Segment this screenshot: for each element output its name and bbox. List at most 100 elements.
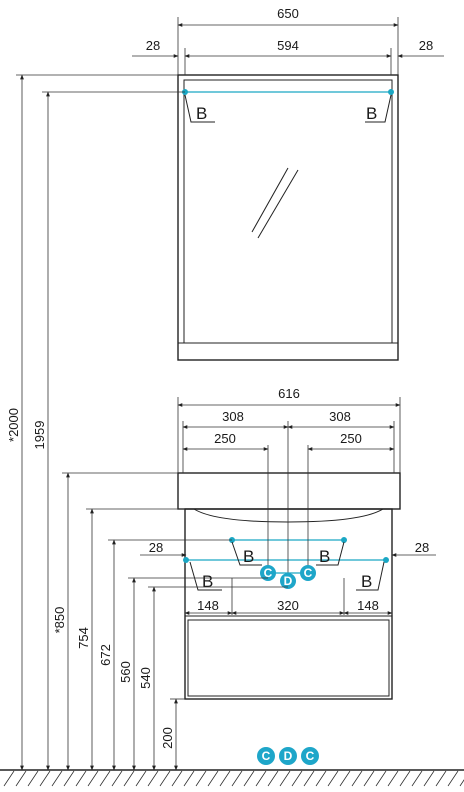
vanity-side-right: 28 bbox=[415, 540, 429, 555]
floor-hatch-stroke bbox=[447, 770, 459, 787]
vanity-half-left: 308 bbox=[222, 409, 244, 424]
floor-hatch-stroke bbox=[3, 770, 15, 787]
vanity-half-right: 308 bbox=[329, 409, 351, 424]
floor-hatch-stroke bbox=[255, 770, 267, 787]
floor-hatch-stroke bbox=[399, 770, 411, 787]
vanity-bottom-left: 148 bbox=[197, 598, 219, 613]
floor-hatch-stroke bbox=[75, 770, 87, 787]
floor-hatch-stroke bbox=[315, 770, 327, 787]
legend-c2: C bbox=[306, 749, 315, 763]
floor-hatching bbox=[3, 770, 464, 787]
basin-top bbox=[177, 472, 401, 510]
floor-hatch-stroke bbox=[63, 770, 75, 787]
vanity-mount-point-ur bbox=[341, 537, 347, 543]
marker-c-left: C bbox=[264, 566, 273, 580]
floor-hatch-stroke bbox=[435, 770, 447, 787]
height-floor-gap: 200 bbox=[160, 727, 175, 749]
height-mirror-mount: 1959 bbox=[32, 421, 47, 450]
mirror-outline bbox=[177, 74, 399, 361]
floor-hatch-stroke bbox=[123, 770, 135, 787]
floor-hatch-stroke bbox=[363, 770, 375, 787]
marker-d-circle bbox=[280, 573, 296, 589]
vanity-overall-width: 616 bbox=[278, 386, 300, 401]
height-540: 540 bbox=[138, 667, 153, 689]
floor-hatch-stroke bbox=[375, 770, 387, 787]
height-total: *2000 bbox=[6, 408, 21, 442]
marker-c-right: C bbox=[304, 566, 313, 580]
vanity-callout-ul bbox=[231, 541, 262, 566]
floor-hatch-stroke bbox=[231, 770, 243, 787]
legend-c1: C bbox=[262, 749, 271, 763]
floor-hatch-stroke bbox=[207, 770, 219, 787]
floor-hatch-stroke bbox=[15, 770, 27, 787]
mirror-mount-point-right bbox=[388, 89, 394, 95]
vanity-mount-point-ll bbox=[183, 557, 189, 563]
marker-c-left-circle bbox=[260, 565, 276, 581]
height-560: 560 bbox=[118, 661, 133, 683]
mirror-glass bbox=[183, 79, 393, 344]
vanity-callout-lr bbox=[356, 561, 385, 591]
vanity-mount-label-ll: B bbox=[202, 572, 213, 591]
vanity-mount-label-lr: B bbox=[361, 572, 372, 591]
mirror-overall-width: 650 bbox=[277, 6, 299, 21]
floor-hatch-stroke bbox=[459, 779, 464, 787]
floor bbox=[0, 769, 464, 787]
legend-d: D bbox=[284, 749, 293, 763]
basin-bowl bbox=[193, 508, 384, 523]
floor-hatch-stroke bbox=[327, 770, 339, 787]
mirror-cabinet: B B 650 594 28 28 bbox=[132, 6, 444, 361]
floor-hatch-stroke bbox=[51, 770, 63, 787]
floor-hatch-stroke bbox=[339, 770, 351, 787]
floor-hatch-stroke bbox=[27, 770, 39, 787]
floor-hatch-stroke bbox=[195, 770, 207, 787]
mirror-callout-right bbox=[365, 94, 392, 123]
vanity-mount-point-lr bbox=[383, 557, 389, 563]
vanity-bottom-center: 320 bbox=[277, 598, 299, 613]
floor-hatch-stroke bbox=[87, 770, 99, 787]
floor-hatch-stroke bbox=[183, 770, 195, 787]
vanity-unit: B B B B 616 308 308 250 250 28 28 bbox=[140, 386, 436, 700]
floor-hatch-stroke bbox=[135, 770, 147, 787]
mirror-side-left: 28 bbox=[146, 38, 160, 53]
floor-hatch-stroke bbox=[99, 770, 111, 787]
mirror-callout-left bbox=[184, 94, 215, 123]
vanity-tap-right: 250 bbox=[340, 431, 362, 446]
vanity-side-left: 28 bbox=[149, 540, 163, 555]
mirror-mount-label-right: B bbox=[366, 104, 377, 123]
mirror-reflection-2 bbox=[257, 169, 299, 239]
floor-hatch-stroke bbox=[111, 770, 123, 787]
floor-hatch-stroke bbox=[243, 770, 255, 787]
marker-c-right-circle bbox=[300, 565, 316, 581]
floor-hatch-stroke bbox=[291, 770, 303, 787]
legend-c2-circle bbox=[301, 747, 319, 765]
legend-d-circle bbox=[279, 747, 297, 765]
vanity-callout-ur bbox=[316, 541, 345, 566]
floor-hatch-stroke bbox=[387, 770, 399, 787]
floor-hatch-stroke bbox=[351, 770, 363, 787]
marker-legend: C D C bbox=[257, 747, 319, 765]
floor-hatch-stroke bbox=[159, 770, 171, 787]
vanity-mount-label-ul: B bbox=[243, 547, 254, 566]
legend-c1-circle bbox=[257, 747, 275, 765]
vanity-mount-label-ur: B bbox=[319, 547, 330, 566]
floor-hatch-stroke bbox=[267, 770, 279, 787]
height-672: 672 bbox=[98, 644, 113, 666]
mirror-side-right: 28 bbox=[419, 38, 433, 53]
floor-hatch-stroke bbox=[423, 770, 435, 787]
floor-hatch-stroke bbox=[303, 770, 315, 787]
height-754: 754 bbox=[76, 627, 91, 649]
floor-hatch-stroke bbox=[147, 770, 159, 787]
floor-hatch-stroke bbox=[411, 770, 423, 787]
height-basin-top: *850 bbox=[52, 607, 67, 634]
floor-hatch-stroke bbox=[39, 770, 51, 787]
vanity-tap-left: 250 bbox=[214, 431, 236, 446]
vanity-bottom-right: 148 bbox=[357, 598, 379, 613]
vanity-callout-ll bbox=[189, 561, 222, 591]
mirror-mount-label-left: B bbox=[196, 104, 207, 123]
mirror-reflection-1 bbox=[251, 167, 289, 233]
floor-hatch-stroke bbox=[171, 770, 183, 787]
floor-hatch-stroke bbox=[219, 770, 231, 787]
mirror-inner-width: 594 bbox=[277, 38, 299, 53]
drawer-front bbox=[187, 619, 390, 697]
